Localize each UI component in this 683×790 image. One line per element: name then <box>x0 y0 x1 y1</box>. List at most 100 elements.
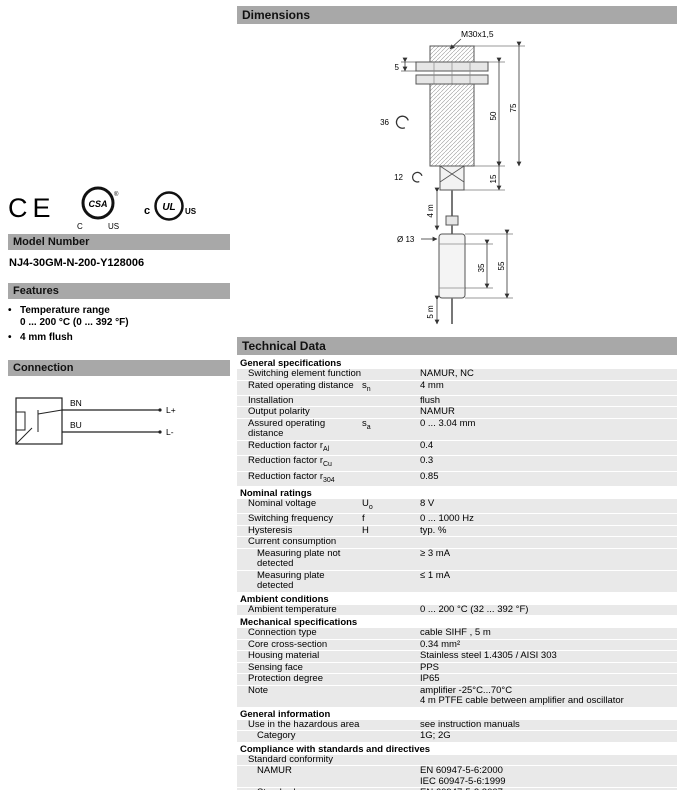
spec-value: ≤ 1 mA <box>420 570 674 582</box>
spec-label: Measuring plate not detected <box>257 547 341 570</box>
spec-label: Standards <box>240 788 362 790</box>
spec-row: Protection degree IP65 <box>237 674 677 685</box>
spec-value-line: IEC 60947-5-6:1999 <box>420 775 506 787</box>
spec-section-title: Nominal ratings <box>237 487 677 500</box>
spec-value-line: EN 60947-5-2:2007 <box>420 788 674 790</box>
spec-row: Category 1G; 2G <box>237 731 677 742</box>
spec-value-line: typ. % <box>420 524 447 536</box>
spec-value-line: 0.4 <box>420 439 434 451</box>
spec-label: Reduction factor rCu <box>248 455 332 469</box>
spec-value: PPS <box>420 661 674 674</box>
spec-value: ≥ 3 mA <box>420 548 674 560</box>
wire-bu-label: BU <box>70 420 82 430</box>
csa-logo-icon: CSA ® C US <box>77 186 119 231</box>
spec-value-line: 1G; 2G <box>420 730 451 742</box>
spec-value-line: PPS <box>420 661 440 673</box>
spec-value: 0.85 <box>420 470 674 483</box>
spec-label: Connection type <box>248 627 317 639</box>
spec-value-line: EN 60947-5-6:2000 <box>420 765 503 777</box>
wrench-icon <box>395 115 409 129</box>
ul-us-label: US <box>185 207 197 216</box>
spec-row: Sensing face PPS <box>237 661 677 674</box>
dimensions-header: Dimensions <box>237 6 677 24</box>
ul-logo-icon: c UL US <box>144 191 197 221</box>
spec-value: Stainless steel 1.4305 / AISI 303 <box>420 651 674 662</box>
spec-label: Protection degree <box>248 673 323 685</box>
spec-value: flush <box>420 394 674 407</box>
spec-label: Category <box>257 730 296 742</box>
terminal-lplus-label: L+ <box>166 405 176 415</box>
spec-symbol: Uo <box>362 498 373 511</box>
spec-label: Note <box>248 684 269 696</box>
csa-registered-icon: ® <box>114 191 119 198</box>
spec-row: Rated operating distance sn 4 mm <box>237 379 677 395</box>
feature-line: Temperature range <box>20 305 110 316</box>
spec-row: Ambient temperature 0 ... 200 °C (32 ... … <box>237 603 677 616</box>
spec-row: Reduction factor rCu 0.3 <box>237 455 677 471</box>
spec-label: Standard conformity <box>248 753 334 765</box>
ul-logo-text: UL <box>162 202 175 213</box>
spec-value-line: 0.34 mm² <box>420 638 461 650</box>
spec-label: NAMUR <box>257 765 292 777</box>
dim-55-label: 55 <box>497 261 506 270</box>
spec-row: Standards EN 60947-5-2:2007IEC 60947-5-2:… <box>237 788 677 790</box>
dim-15-label: 15 <box>489 174 498 183</box>
dim-12-label: 12 <box>394 173 403 182</box>
spec-value: EN 60947-5-2:2007IEC 60947-5-2:2007 <box>420 788 674 790</box>
technical-data-header: Technical Data <box>237 337 677 355</box>
dim-50-label: 50 <box>489 111 498 120</box>
dim-dia13-label: Ø 13 <box>397 235 415 244</box>
spec-value: 0 ... 200 °C (32 ... 392 °F) <box>420 604 674 616</box>
csa-logo-text: CSA <box>88 199 107 209</box>
ul-c-label: c <box>144 205 150 217</box>
spec-value: 4 mm <box>420 380 674 392</box>
spec-label: Sensing face <box>248 661 303 673</box>
spec-label: Reduction factor r304 <box>248 470 335 484</box>
spec-value-line: 0.85 <box>420 470 439 482</box>
spec-value: 1G; 2G <box>420 731 674 742</box>
spec-value-line: 4 m PTFE cable between amplifier and osc… <box>420 695 624 707</box>
dimension-drawing: M30x1,5 5 36 12 <box>237 24 677 337</box>
spec-value-line: flush <box>420 394 441 406</box>
spec-label: Switching element function <box>248 368 362 379</box>
spec-row: Reduction factor r304 0.85 <box>237 470 677 487</box>
model-number-value: NJ4-30GM-N-200-Y128006 <box>9 257 145 269</box>
csa-c-label: C <box>77 222 83 231</box>
spec-label: Housing material <box>248 650 320 662</box>
bullet-icon: • <box>8 332 12 343</box>
right-column: Dimensions <box>237 6 677 790</box>
spec-symbol: sn <box>362 379 371 393</box>
spec-value-line: 0 ... 3.04 mm <box>420 417 476 429</box>
spec-value-line: 0 ... 1000 Hz <box>420 513 474 525</box>
spec-row: Core cross-section 0.34 mm² <box>237 638 677 651</box>
feature-line: 0 ... 200 °C (0 ... 392 °F) <box>20 317 129 328</box>
spec-section-title: Compliance with standards and directives <box>237 742 677 755</box>
spec-value: 0.3 <box>420 456 674 467</box>
spec-label: Current consumption <box>248 536 337 548</box>
spec-value-line: Stainless steel 1.4305 / AISI 303 <box>420 650 557 662</box>
dim-36-label: 36 <box>380 118 389 127</box>
spec-label: Ambient temperature <box>248 603 337 615</box>
spec-value: IP65 <box>420 674 674 685</box>
connection-diagram: BN BU L+ L- <box>8 386 230 465</box>
spec-value: 0 ... 3.04 mm <box>420 417 674 430</box>
spec-section-title: Mechanical specifications <box>237 616 677 629</box>
spec-label: Core cross-section <box>248 638 328 650</box>
spec-row: Current consumption <box>237 537 677 548</box>
spec-label: Rated operating distance <box>248 379 354 391</box>
spec-value: 0 ... 1000 Hz <box>420 514 674 525</box>
spec-row: Measuring plate not detected ≥ 3 mA <box>237 547 677 570</box>
spec-value-line: see instruction manuals <box>420 718 520 730</box>
ce-mark-icon: CE <box>8 192 56 223</box>
spec-value: see instruction manuals <box>420 718 674 731</box>
spec-section-title: General specifications <box>237 357 677 369</box>
spec-label: Assured operating distance <box>248 417 326 440</box>
